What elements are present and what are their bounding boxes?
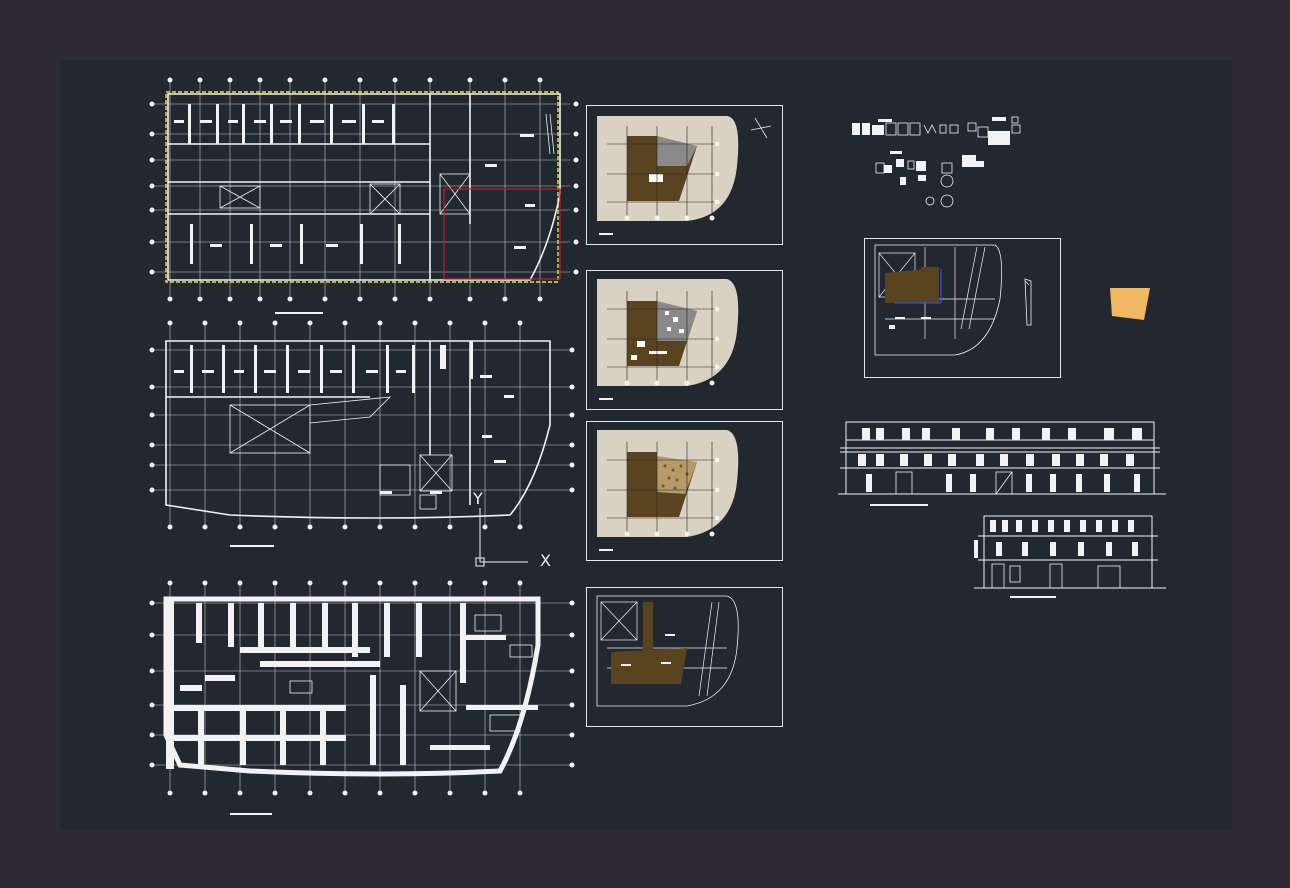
- site-sheet-2[interactable]: [586, 270, 783, 410]
- floor-plan-3[interactable]: [130, 575, 590, 825]
- site-sheet-4[interactable]: [586, 587, 783, 727]
- elevation-front[interactable]: [836, 414, 1176, 514]
- site-sheet-3[interactable]: [586, 421, 783, 561]
- site-plan-2: [597, 279, 739, 400]
- elevation-side[interactable]: [970, 512, 1170, 604]
- site-plan-1: [597, 116, 772, 235]
- site-sheet-1[interactable]: [586, 105, 783, 245]
- material-tag[interactable]: [1106, 286, 1152, 322]
- detail-site-plan: [874, 244, 1032, 356]
- ucs-icon: X Y: [472, 490, 551, 570]
- ucs-x-label: X: [540, 551, 551, 570]
- site-plan-4: [596, 595, 739, 707]
- site-plan-3: [597, 430, 739, 551]
- furniture-block-library[interactable]: [850, 115, 1030, 215]
- detail-sheet[interactable]: [864, 238, 1061, 378]
- model-space-viewport[interactable]: X Y: [60, 60, 1232, 830]
- floor-plan-1[interactable]: [130, 74, 590, 324]
- floor-plan-2[interactable]: [130, 315, 590, 555]
- ucs-y-label: Y: [472, 490, 483, 508]
